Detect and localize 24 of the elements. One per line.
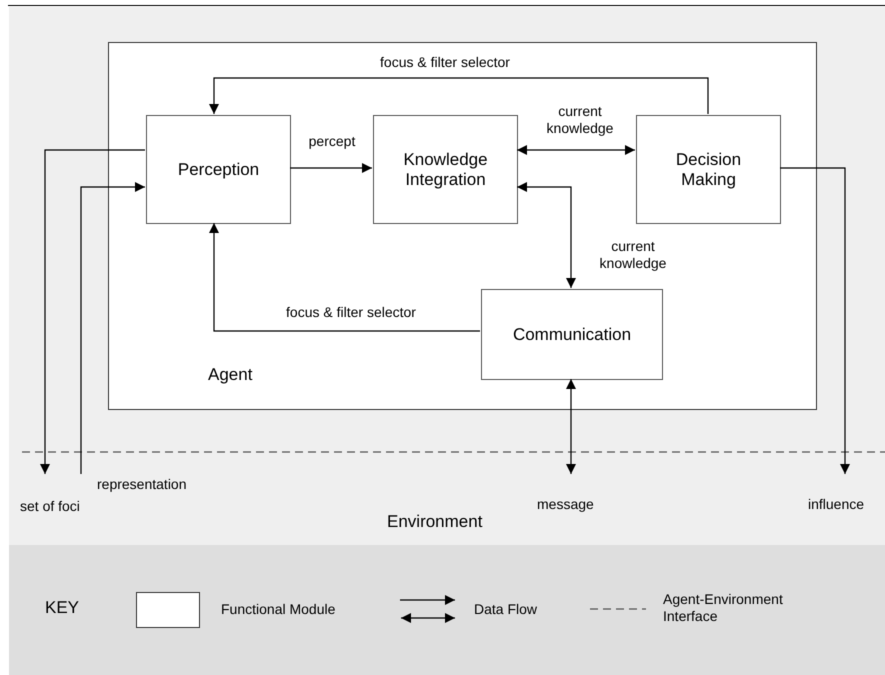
region-label: Environment — [387, 512, 482, 532]
arrow — [290, 163, 372, 173]
module-box: Decision Making — [636, 115, 781, 224]
legend-label: Data Flow — [474, 601, 538, 618]
arrow — [80, 182, 145, 474]
arrow — [40, 149, 145, 474]
input-label: representation — [97, 476, 187, 492]
agent-box — [108, 42, 817, 410]
legend-label: Functional Module — [221, 601, 336, 618]
module-box: Knowledge Integration — [373, 115, 518, 224]
arrow — [209, 223, 480, 332]
arrow — [209, 77, 709, 114]
arrow — [517, 182, 576, 288]
arrow — [517, 145, 635, 155]
arrow — [566, 379, 576, 474]
arrow — [780, 167, 850, 474]
legend-label: Agent-Environment Interface — [663, 591, 784, 625]
module-box: Communication — [481, 289, 663, 380]
output-label: influence — [808, 496, 864, 512]
output-label: set of foci — [20, 498, 80, 514]
message-label: message — [537, 496, 594, 512]
key-heading: KEY — [45, 598, 80, 618]
module-box: Perception — [146, 115, 291, 224]
agent-label: Agent — [208, 365, 252, 385]
